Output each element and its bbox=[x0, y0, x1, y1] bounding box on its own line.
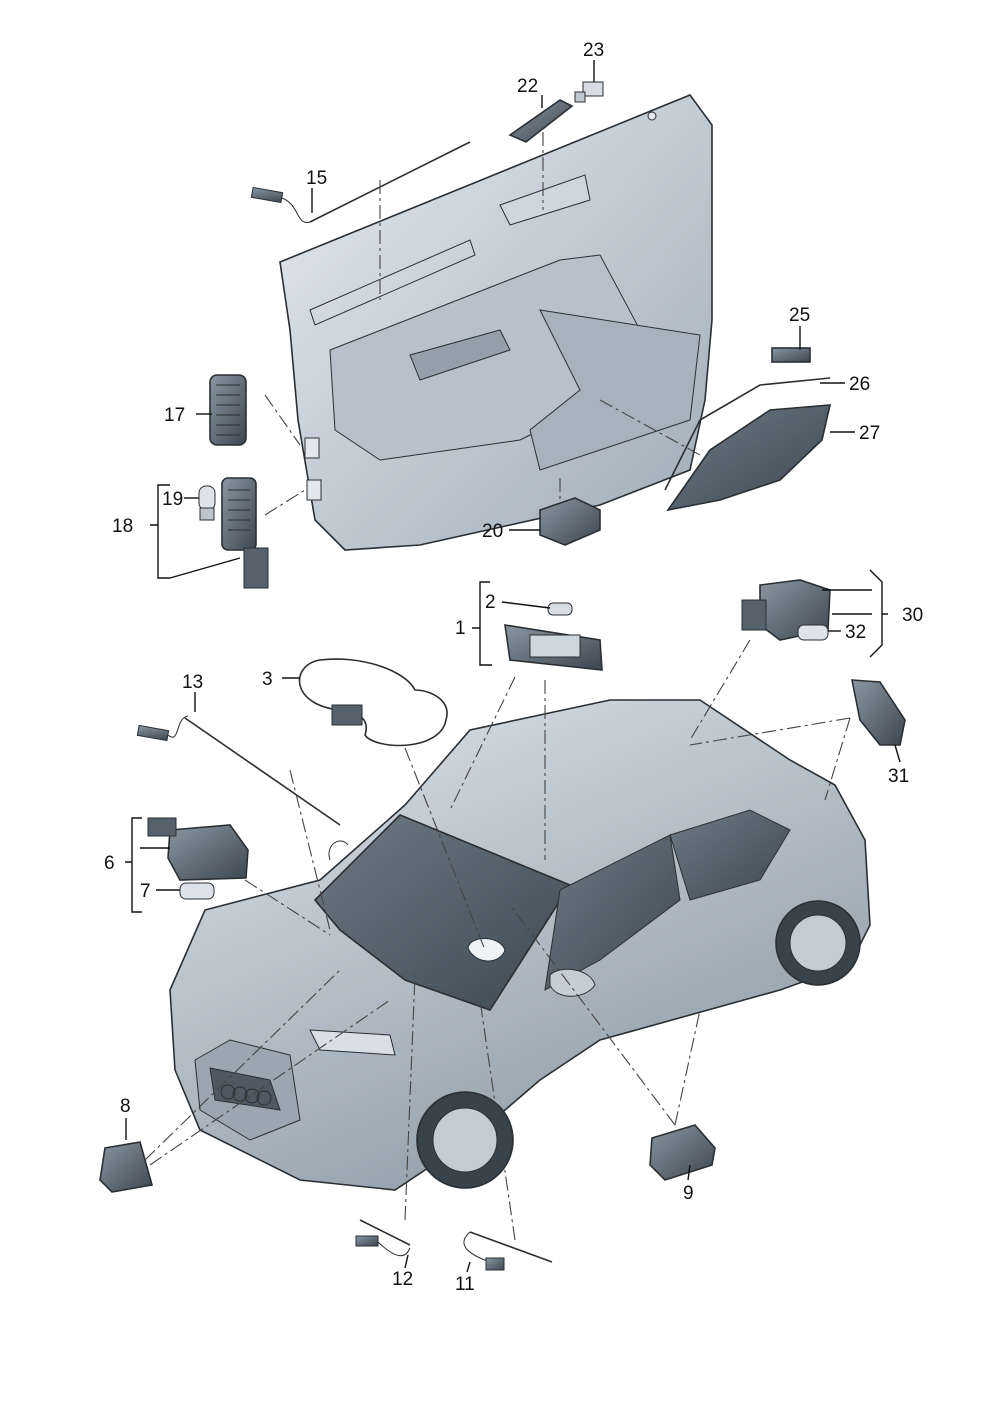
callout-9: 9 bbox=[683, 1183, 694, 1204]
part-25-connector bbox=[771, 347, 811, 363]
callout-32: 32 bbox=[845, 622, 866, 643]
part-32-bulb bbox=[797, 624, 829, 641]
part-2-bulb bbox=[547, 602, 573, 616]
part-19-bulb bbox=[198, 485, 216, 521]
car-body bbox=[169, 699, 871, 1191]
callout-3: 3 bbox=[262, 669, 273, 690]
callout-12: 12 bbox=[392, 1269, 413, 1290]
callout-19: 19 bbox=[162, 489, 183, 510]
part-13-cable bbox=[136, 715, 341, 826]
callout-17: 17 bbox=[164, 405, 185, 426]
part-6-lamp bbox=[147, 817, 249, 881]
callout-8: 8 bbox=[120, 1096, 131, 1117]
part-8-switch bbox=[99, 1141, 154, 1193]
callout-18: 18 bbox=[112, 516, 133, 537]
part-3-bracket bbox=[298, 658, 448, 747]
part-26-strip bbox=[664, 377, 831, 491]
callout-22: 22 bbox=[517, 76, 538, 97]
callout-1: 1 bbox=[455, 618, 466, 639]
part-31-connector bbox=[851, 679, 906, 746]
part-18-lamp-assembly bbox=[221, 477, 269, 589]
callout-20: 20 bbox=[482, 521, 503, 542]
part-22-light bbox=[508, 99, 574, 143]
part-27-pocket bbox=[666, 404, 832, 512]
part-12-cable bbox=[355, 1219, 411, 1257]
part-1-interior-light bbox=[504, 624, 603, 671]
callout-2: 2 bbox=[485, 592, 496, 613]
callout-13: 13 bbox=[182, 672, 203, 693]
part-20-module bbox=[539, 497, 601, 546]
callout-30: 30 bbox=[902, 605, 923, 626]
callout-31: 31 bbox=[888, 766, 909, 787]
callout-26: 26 bbox=[849, 374, 870, 395]
part-23-bulb bbox=[574, 81, 604, 103]
callout-15: 15 bbox=[306, 168, 327, 189]
part-17-lamp bbox=[209, 374, 247, 446]
leader-lines bbox=[125, 60, 901, 1273]
callout-11: 11 bbox=[455, 1274, 475, 1295]
part-7-bulb bbox=[179, 882, 215, 900]
part-11-cable bbox=[463, 1231, 553, 1271]
part-9-module bbox=[649, 1124, 716, 1181]
callout-27: 27 bbox=[859, 423, 880, 444]
reference-lines bbox=[144, 132, 851, 1241]
callout-23: 23 bbox=[583, 40, 604, 61]
callout-6: 6 bbox=[104, 853, 115, 874]
part-15-cable bbox=[250, 141, 471, 223]
door-trim-panel bbox=[279, 94, 713, 551]
callout-labels: 15 22 23 17 19 18 20 25 26 27 2 1 3 13 6… bbox=[104, 40, 923, 1295]
callout-7: 7 bbox=[140, 881, 151, 902]
callout-25: 25 bbox=[789, 305, 810, 326]
